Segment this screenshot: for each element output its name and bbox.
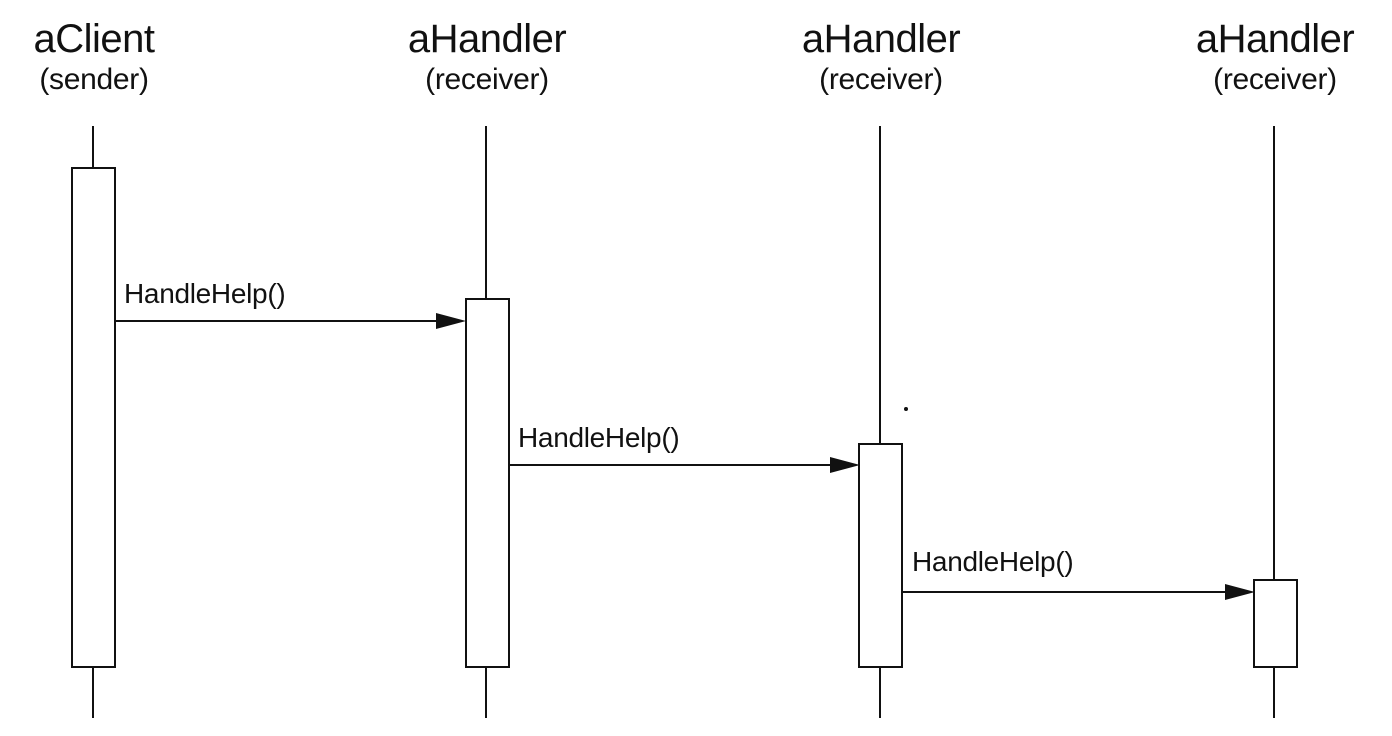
message-label: HandleHelp() (912, 546, 1074, 577)
activation-bar-ahandler-3 (1253, 579, 1298, 668)
participant-ahandler-3: aHandler (receiver) (1155, 16, 1392, 98)
participant-name: aHandler (801, 17, 961, 61)
activation-bar-ahandler-1 (465, 298, 510, 668)
activation-bar-aclient (71, 167, 116, 668)
lifeline-ahandler-3 (1273, 126, 1275, 718)
message-arrow-line (903, 591, 1225, 593)
arrowhead-icon (436, 313, 466, 329)
participant-role: (receiver) (819, 63, 943, 96)
arrowhead-icon (1225, 584, 1255, 600)
participant-ahandler-1: aHandler (receiver) (367, 16, 607, 98)
participant-name: aClient (33, 17, 155, 61)
arrowhead-icon (830, 457, 860, 473)
participant-name: aHandler (407, 17, 567, 61)
message-arrow-line (510, 464, 830, 466)
lifeline-ahandler-2 (879, 126, 881, 718)
participant-ahandler-2: aHandler (receiver) (761, 16, 1001, 98)
message-arrow-line (116, 320, 436, 322)
participant-aclient: aClient (sender) (0, 16, 214, 98)
participant-role: (receiver) (425, 63, 549, 96)
print-speck (904, 407, 908, 411)
participant-role: (sender) (39, 63, 149, 96)
message-label: HandleHelp() (124, 278, 286, 309)
message-label: HandleHelp() (518, 422, 680, 453)
activation-bar-ahandler-2 (858, 443, 903, 668)
participant-role: (receiver) (1213, 63, 1337, 96)
participant-name: aHandler (1195, 17, 1355, 61)
